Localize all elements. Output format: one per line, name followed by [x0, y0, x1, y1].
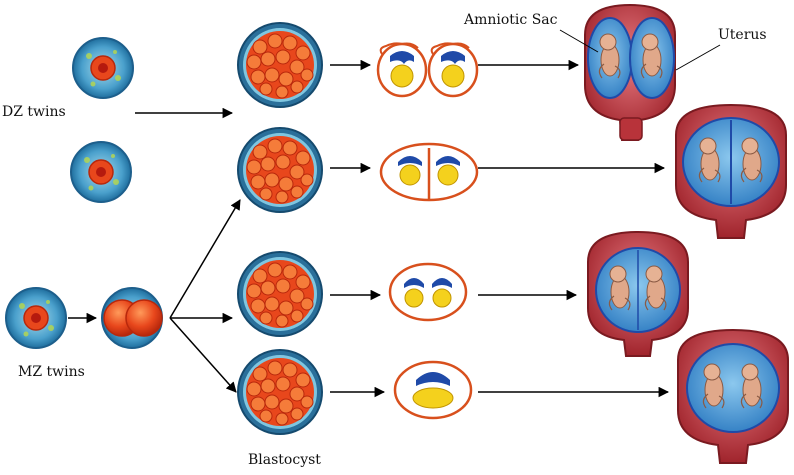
arrow-branch-down	[169, 317, 237, 393]
uterus-row2	[675, 103, 787, 239]
blastocyst-3	[237, 251, 323, 337]
label-blastocyst: Blastocyst	[248, 452, 321, 468]
dz-zygote-2	[70, 141, 132, 203]
dz-zygote-1	[72, 37, 134, 99]
dz-sac-right	[427, 42, 479, 98]
label-mz-twins: MZ twins	[18, 364, 85, 380]
label-uterus: Uterus	[718, 27, 767, 43]
label-dz-twins: DZ twins	[2, 104, 66, 120]
label-amniotic-sac: Amniotic Sac	[464, 12, 558, 28]
blastocyst-2	[237, 127, 323, 213]
sac-shared-amnion	[393, 360, 473, 420]
dz-sac-left	[376, 42, 428, 98]
pointer-amniotic-sac	[559, 29, 599, 53]
sac-fused-chorion	[379, 142, 479, 202]
two-cell-embryo	[101, 287, 163, 349]
uterus-row3	[587, 230, 689, 357]
blastocyst-1	[237, 22, 323, 108]
blastocyst-4	[237, 349, 323, 435]
sac-shared-chorion	[388, 262, 468, 322]
mz-zygote	[5, 287, 67, 349]
uterus-dz	[584, 3, 676, 141]
pointer-uterus	[675, 44, 721, 71]
arrow-branch-up	[169, 199, 241, 319]
uterus-row4	[677, 328, 789, 464]
